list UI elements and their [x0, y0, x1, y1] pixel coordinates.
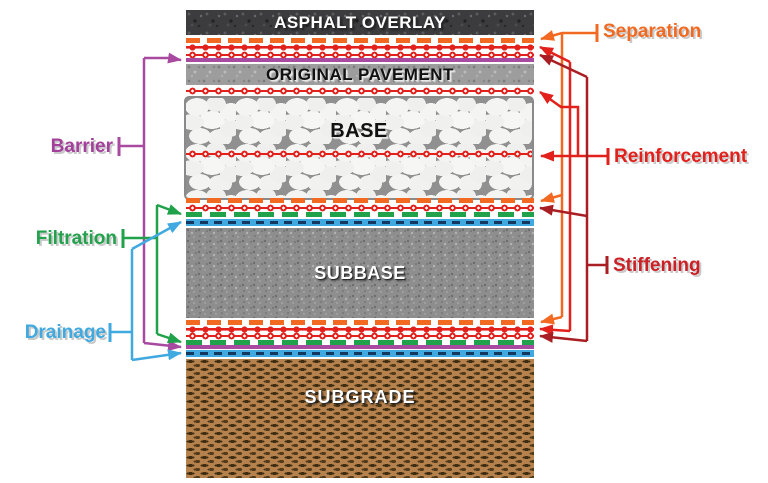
drainage-arrows: [108, 220, 182, 362]
layer-base: BASE: [184, 96, 534, 200]
reinforcement-geogrid-line-3: [186, 150, 532, 158]
base-title: BASE: [330, 120, 388, 142]
drainage-layer-line-2: [186, 350, 534, 357]
stiffening-geogrid-line-2: [186, 204, 534, 212]
reinforcement-arrows: [539, 45, 610, 336]
layer-original-pavement: ORIGINAL PAVEMENT: [186, 64, 534, 85]
layer-subgrade: SUBGRADE: [186, 359, 534, 478]
layer-asphalt-overlay: ASPHALT OVERLAY: [186, 10, 534, 35]
separation-arrows: [540, 24, 599, 325]
filtration-geotextile-line-1: [186, 212, 534, 217]
label-stiffening: Stiffening: [613, 255, 701, 276]
layer-subbase: SUBBASE: [186, 228, 534, 318]
asphalt-overlay-title: ASPHALT OVERLAY: [274, 12, 446, 32]
label-drainage: Drainage: [24, 322, 106, 343]
filtration-geotextile-line-2: [186, 340, 534, 345]
original-pavement-title: ORIGINAL PAVEMENT: [266, 64, 454, 84]
separation-geotextile-line-2: [186, 198, 534, 203]
barrier-arrows: [117, 52, 182, 352]
barrier-membrane-line-2: [186, 345, 534, 349]
separation-geotextile-line-1: [186, 38, 534, 43]
stiffening-geogrid-line-3: [186, 332, 534, 340]
subbase-title: SUBBASE: [314, 262, 406, 283]
label-reinforcement: Reinforcement: [614, 146, 748, 167]
filtration-arrows: [121, 203, 182, 344]
label-barrier: Barrier: [50, 136, 113, 157]
reinforcement-geogrid-line-4: [186, 326, 534, 333]
stiffening-arrows: [539, 53, 609, 343]
separation-geotextile-line-3: [186, 320, 534, 325]
label-separation: Separation: [603, 21, 702, 42]
subgrade-title: SUBGRADE: [304, 387, 416, 407]
reinforcement-geogrid-line-2: [186, 87, 534, 95]
stiffening-geogrid-line-1: [186, 51, 534, 59]
barrier-membrane-line-1: [186, 58, 534, 62]
drainage-layer-line-1: [186, 219, 534, 226]
label-filtration: Filtration: [35, 228, 117, 249]
reinforcement-geogrid-line-1: [186, 44, 534, 51]
